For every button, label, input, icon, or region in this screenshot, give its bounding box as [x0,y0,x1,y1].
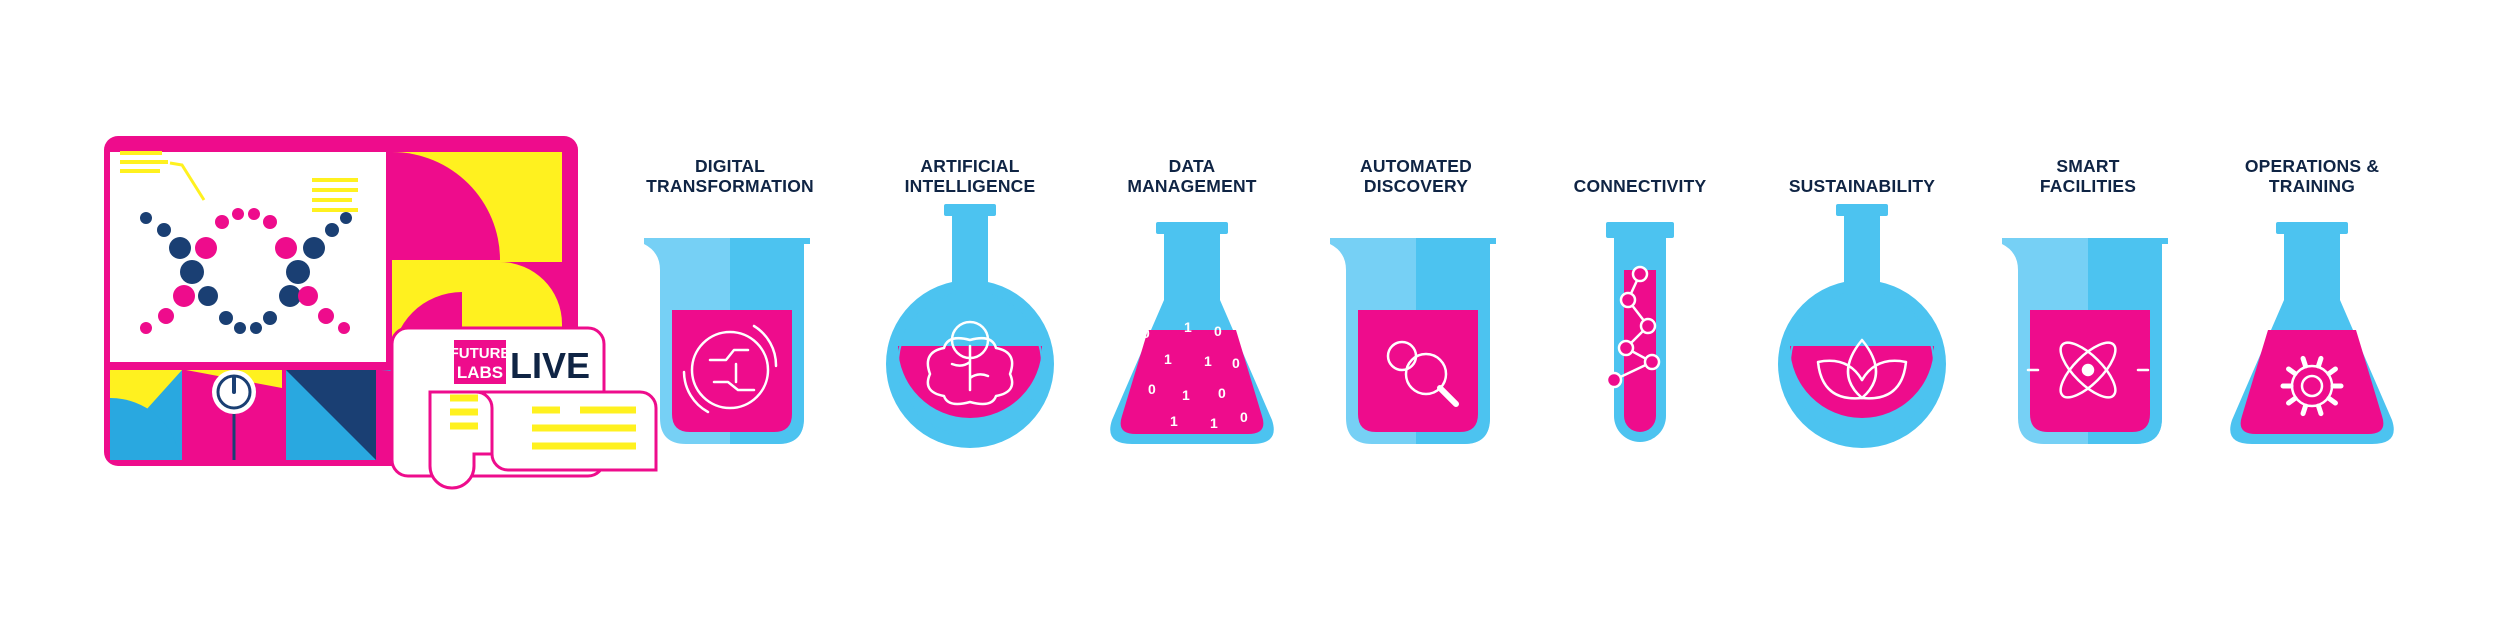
svg-text:1: 1 [1210,415,1218,431]
gear-magnifier-icon [1386,340,1459,407]
category-title-line-1: AUTOMATED [1360,156,1472,176]
category-title-line-1: ARTIFICIAL [920,156,1019,176]
text-lines-right [312,178,358,212]
molecule-icon [1605,265,1661,389]
round-flask-vessel [1778,204,1946,448]
logo-line-1: FUTURE [450,345,511,362]
conical-flask-vessel [2230,222,2394,444]
svg-text:1: 1 [1170,413,1178,429]
future-labs-live-logo: FUTURE LABS LIVE [450,340,590,386]
conical-flask-vessel [1110,222,1274,444]
test-tube-vessel [1606,222,1674,442]
category-title-line-1: SUSTAINABILITY [1789,176,1935,196]
beaker-vessel [1330,238,1496,444]
category-title-line-2: TRAINING [2269,176,2355,196]
svg-text:0: 0 [1142,325,1150,341]
svg-text:1: 1 [1184,319,1192,335]
category-title-line-1: DATA [1169,156,1216,176]
leaf-icon [1816,338,1908,400]
svg-text:0: 0 [1218,385,1226,401]
category-title-line-2: FACILITIES [2040,176,2136,196]
category-title-line-2: DISCOVERY [1364,176,1468,196]
gear-icon [2280,355,2344,417]
category-title-line-1: CONNECTIVITY [1574,176,1707,196]
atom-icon [2026,341,2150,399]
round-flask-vessel [886,204,1054,448]
globe-circuit-icon [682,324,778,414]
brain-gear-icon [926,320,1014,406]
category-title-line-1: DIGITAL [695,156,765,176]
category-title-line-1: OPERATIONS & [2245,156,2379,176]
beaker-vessel [644,238,810,444]
hero-illustration: FUTURE LABS LIVE [104,136,658,490]
svg-text:0: 0 [1232,355,1240,371]
category-title-line-2: MANAGEMENT [1127,176,1256,196]
category-item: SUSTAINABILITY [1778,176,1946,448]
svg-text:0: 0 [1148,381,1156,397]
logo-line-2: LABS [457,363,503,382]
logo-live: LIVE [510,345,590,386]
beaker-vessel [2002,238,2168,444]
svg-text:1: 1 [1204,353,1212,369]
svg-text:1: 1 [1182,387,1190,403]
category-item: CONNECTIVITY [1574,176,1707,442]
text-lines-left [120,151,168,173]
svg-text:0: 0 [1214,323,1222,339]
svg-text:0: 0 [1240,409,1248,425]
category-item: OPERATIONS &TRAINING [2230,156,2394,444]
quarter-circle-shape [392,152,500,260]
svg-text:1: 1 [1164,351,1172,367]
document-scroll-icon [390,326,658,490]
dna-helix-icon [140,208,352,334]
category-title-line-2: INTELLIGENCE [905,176,1036,196]
category-title-line-1: SMART [2056,156,2119,176]
category-title-line-2: TRANSFORMATION [646,176,814,196]
